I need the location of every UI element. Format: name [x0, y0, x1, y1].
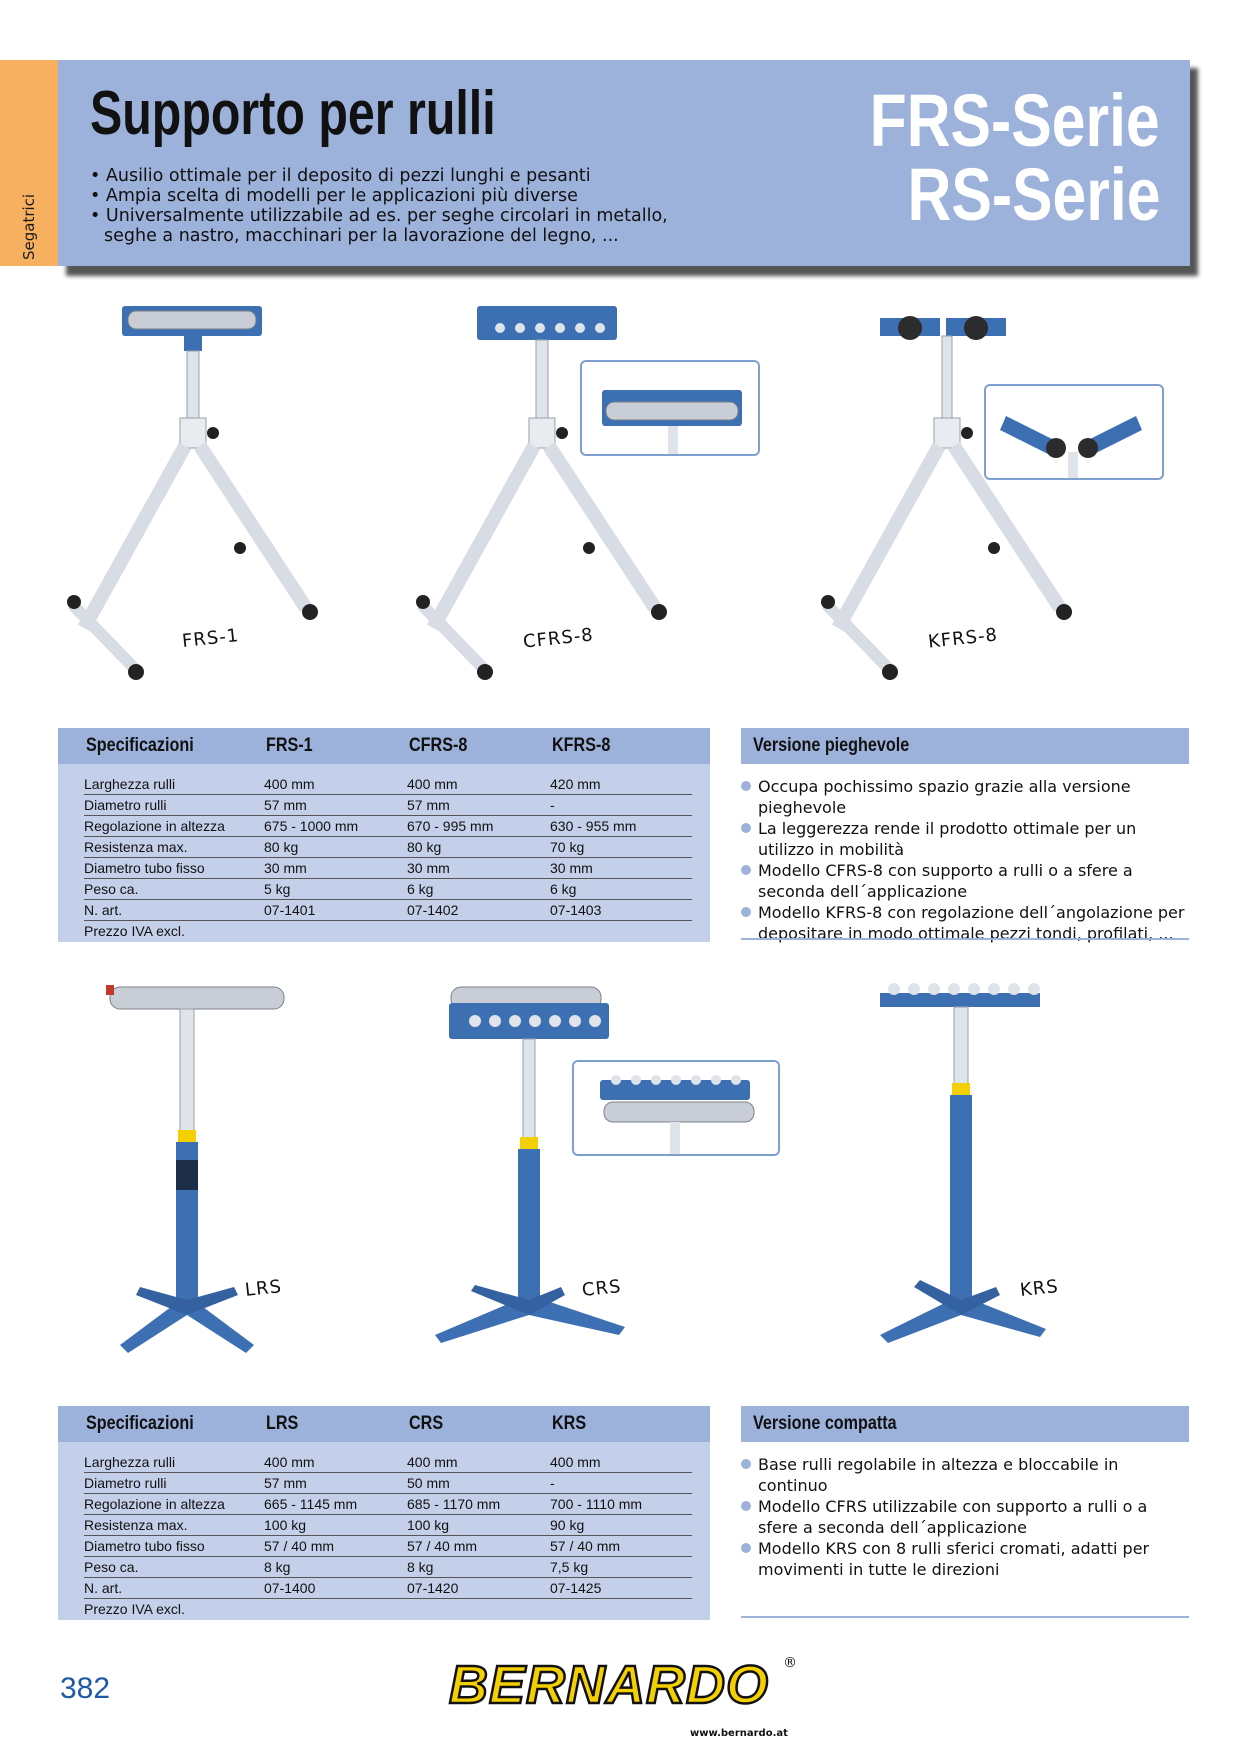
product-image-frs-1 [67, 306, 318, 680]
info-title: Versione pieghevole [753, 735, 910, 756]
series-title-frs: FRS-Serie [869, 79, 1160, 162]
website-url: www.bernardo.at [690, 1728, 788, 1739]
bernardo-logo: BERNARDO ® [448, 1654, 797, 1717]
list-item: Modello CFRS utilizzabile con supporto a… [741, 1496, 1189, 1538]
product-label: LRS [244, 1276, 283, 1301]
table-row: Prezzo IVA excl. [84, 1601, 185, 1617]
spec-header-label: Specificazioni [86, 735, 194, 756]
bullet-icon [741, 1459, 751, 1469]
spec-header-label: Specificazioni [86, 1413, 194, 1434]
list-item-text: Modello CFRS-8 con supporto a rulli o a … [758, 861, 1133, 901]
logo-text: BERNARDO [449, 1655, 769, 1715]
bullet-icon [741, 865, 751, 875]
spec-header-model: KFRS-8 [552, 735, 611, 756]
spec-header-model: CFRS-8 [409, 735, 468, 756]
spec-table-folding: Specificazioni FRS-1 CFRS-8 KFRS-8 Largh… [58, 728, 710, 942]
bullet-icon [741, 1501, 751, 1511]
series-title-rs: RS-Serie [907, 153, 1160, 236]
info-header: Versione pieghevole [741, 728, 1189, 764]
list-item-text: La leggerezza rende il prodotto ottimale… [758, 819, 1137, 859]
header-bullet: • Universalmente utilizzabile ad es. per… [90, 206, 668, 246]
product-image-kfrs-8 [821, 316, 1072, 680]
list-item-text: Occupa pochissimo spazio grazie alla ver… [758, 777, 1131, 817]
page-number: 382 [60, 1672, 111, 1705]
list-item: La leggerezza rende il prodotto ottimale… [741, 818, 1189, 860]
info-header: Versione compatta [741, 1406, 1189, 1442]
divider [741, 938, 1189, 940]
list-item-text: Base rulli regolabile in altezza e blocc… [758, 1455, 1119, 1495]
info-compact: Versione compatta Base rulli regolabile … [741, 1406, 1189, 1620]
bullet-icon [741, 823, 751, 833]
header-bullets: • Ausilio ottimale per il deposito di pe… [90, 166, 704, 246]
info-list: Occupa pochissimo spazio grazie alla ver… [741, 776, 1189, 944]
info-title: Versione compatta [753, 1413, 897, 1434]
list-item-text: Modello CFRS utilizzabile con supporto a… [758, 1497, 1148, 1537]
side-tab: Segatrici [0, 60, 58, 266]
list-item: Modello CFRS-8 con supporto a rulli o a … [741, 860, 1189, 902]
spec-header-model: KRS [552, 1413, 587, 1434]
header-bullet: • Ausilio ottimale per il deposito di pe… [90, 166, 591, 186]
product-image-krs [880, 983, 1046, 1343]
bullet-icon [741, 907, 751, 917]
product-image-crs [435, 986, 625, 1343]
spec-header-model: CRS [409, 1413, 444, 1434]
list-item: Modello KRS con 8 rulli sferici cromati,… [741, 1538, 1189, 1580]
spec-table-compact: Specificazioni LRS CRS KRS Larghezza rul… [58, 1406, 710, 1620]
inset-cfrs-8-roller [580, 360, 760, 456]
side-tab-label: Segatrici [20, 193, 38, 260]
spec-table-header: Specificazioni LRS CRS KRS [58, 1406, 710, 1442]
product-label: CRS [581, 1275, 623, 1302]
list-item: Occupa pochissimo spazio grazie alla ver… [741, 776, 1189, 818]
header-banner: Supporto per rulli • Ausilio ottimale pe… [58, 60, 1190, 266]
divider [741, 1616, 1189, 1618]
bullet-icon [741, 781, 751, 791]
spec-header-model: LRS [266, 1413, 299, 1434]
product-image-lrs [106, 985, 285, 1353]
table-row: Prezzo IVA excl. [84, 923, 185, 939]
spec-table-header: Specificazioni FRS-1 CFRS-8 KFRS-8 [58, 728, 710, 764]
product-label: KRS [1019, 1276, 1060, 1301]
inset-kfrs-8-angle [984, 384, 1164, 480]
header-bullet: • Ampia scelta di modelli per le applica… [90, 186, 578, 206]
bullet-icon [741, 1543, 751, 1553]
list-item-text: Modello KFRS-8 con regolazione dell´ango… [758, 903, 1185, 943]
registered-mark: ® [783, 1655, 797, 1671]
spec-header-model: FRS-1 [266, 735, 313, 756]
product-image-cfrs-8 [416, 306, 667, 680]
page-title: Supporto per rulli [90, 79, 496, 148]
info-folding: Versione pieghevole Occupa pochissimo sp… [741, 728, 1189, 944]
list-item: Base rulli regolabile in altezza e blocc… [741, 1454, 1189, 1496]
list-item-text: Modello KRS con 8 rulli sferici cromati,… [758, 1539, 1150, 1579]
info-list: Base rulli regolabile in altezza e blocc… [741, 1454, 1189, 1580]
inset-crs-roller [572, 1060, 780, 1156]
